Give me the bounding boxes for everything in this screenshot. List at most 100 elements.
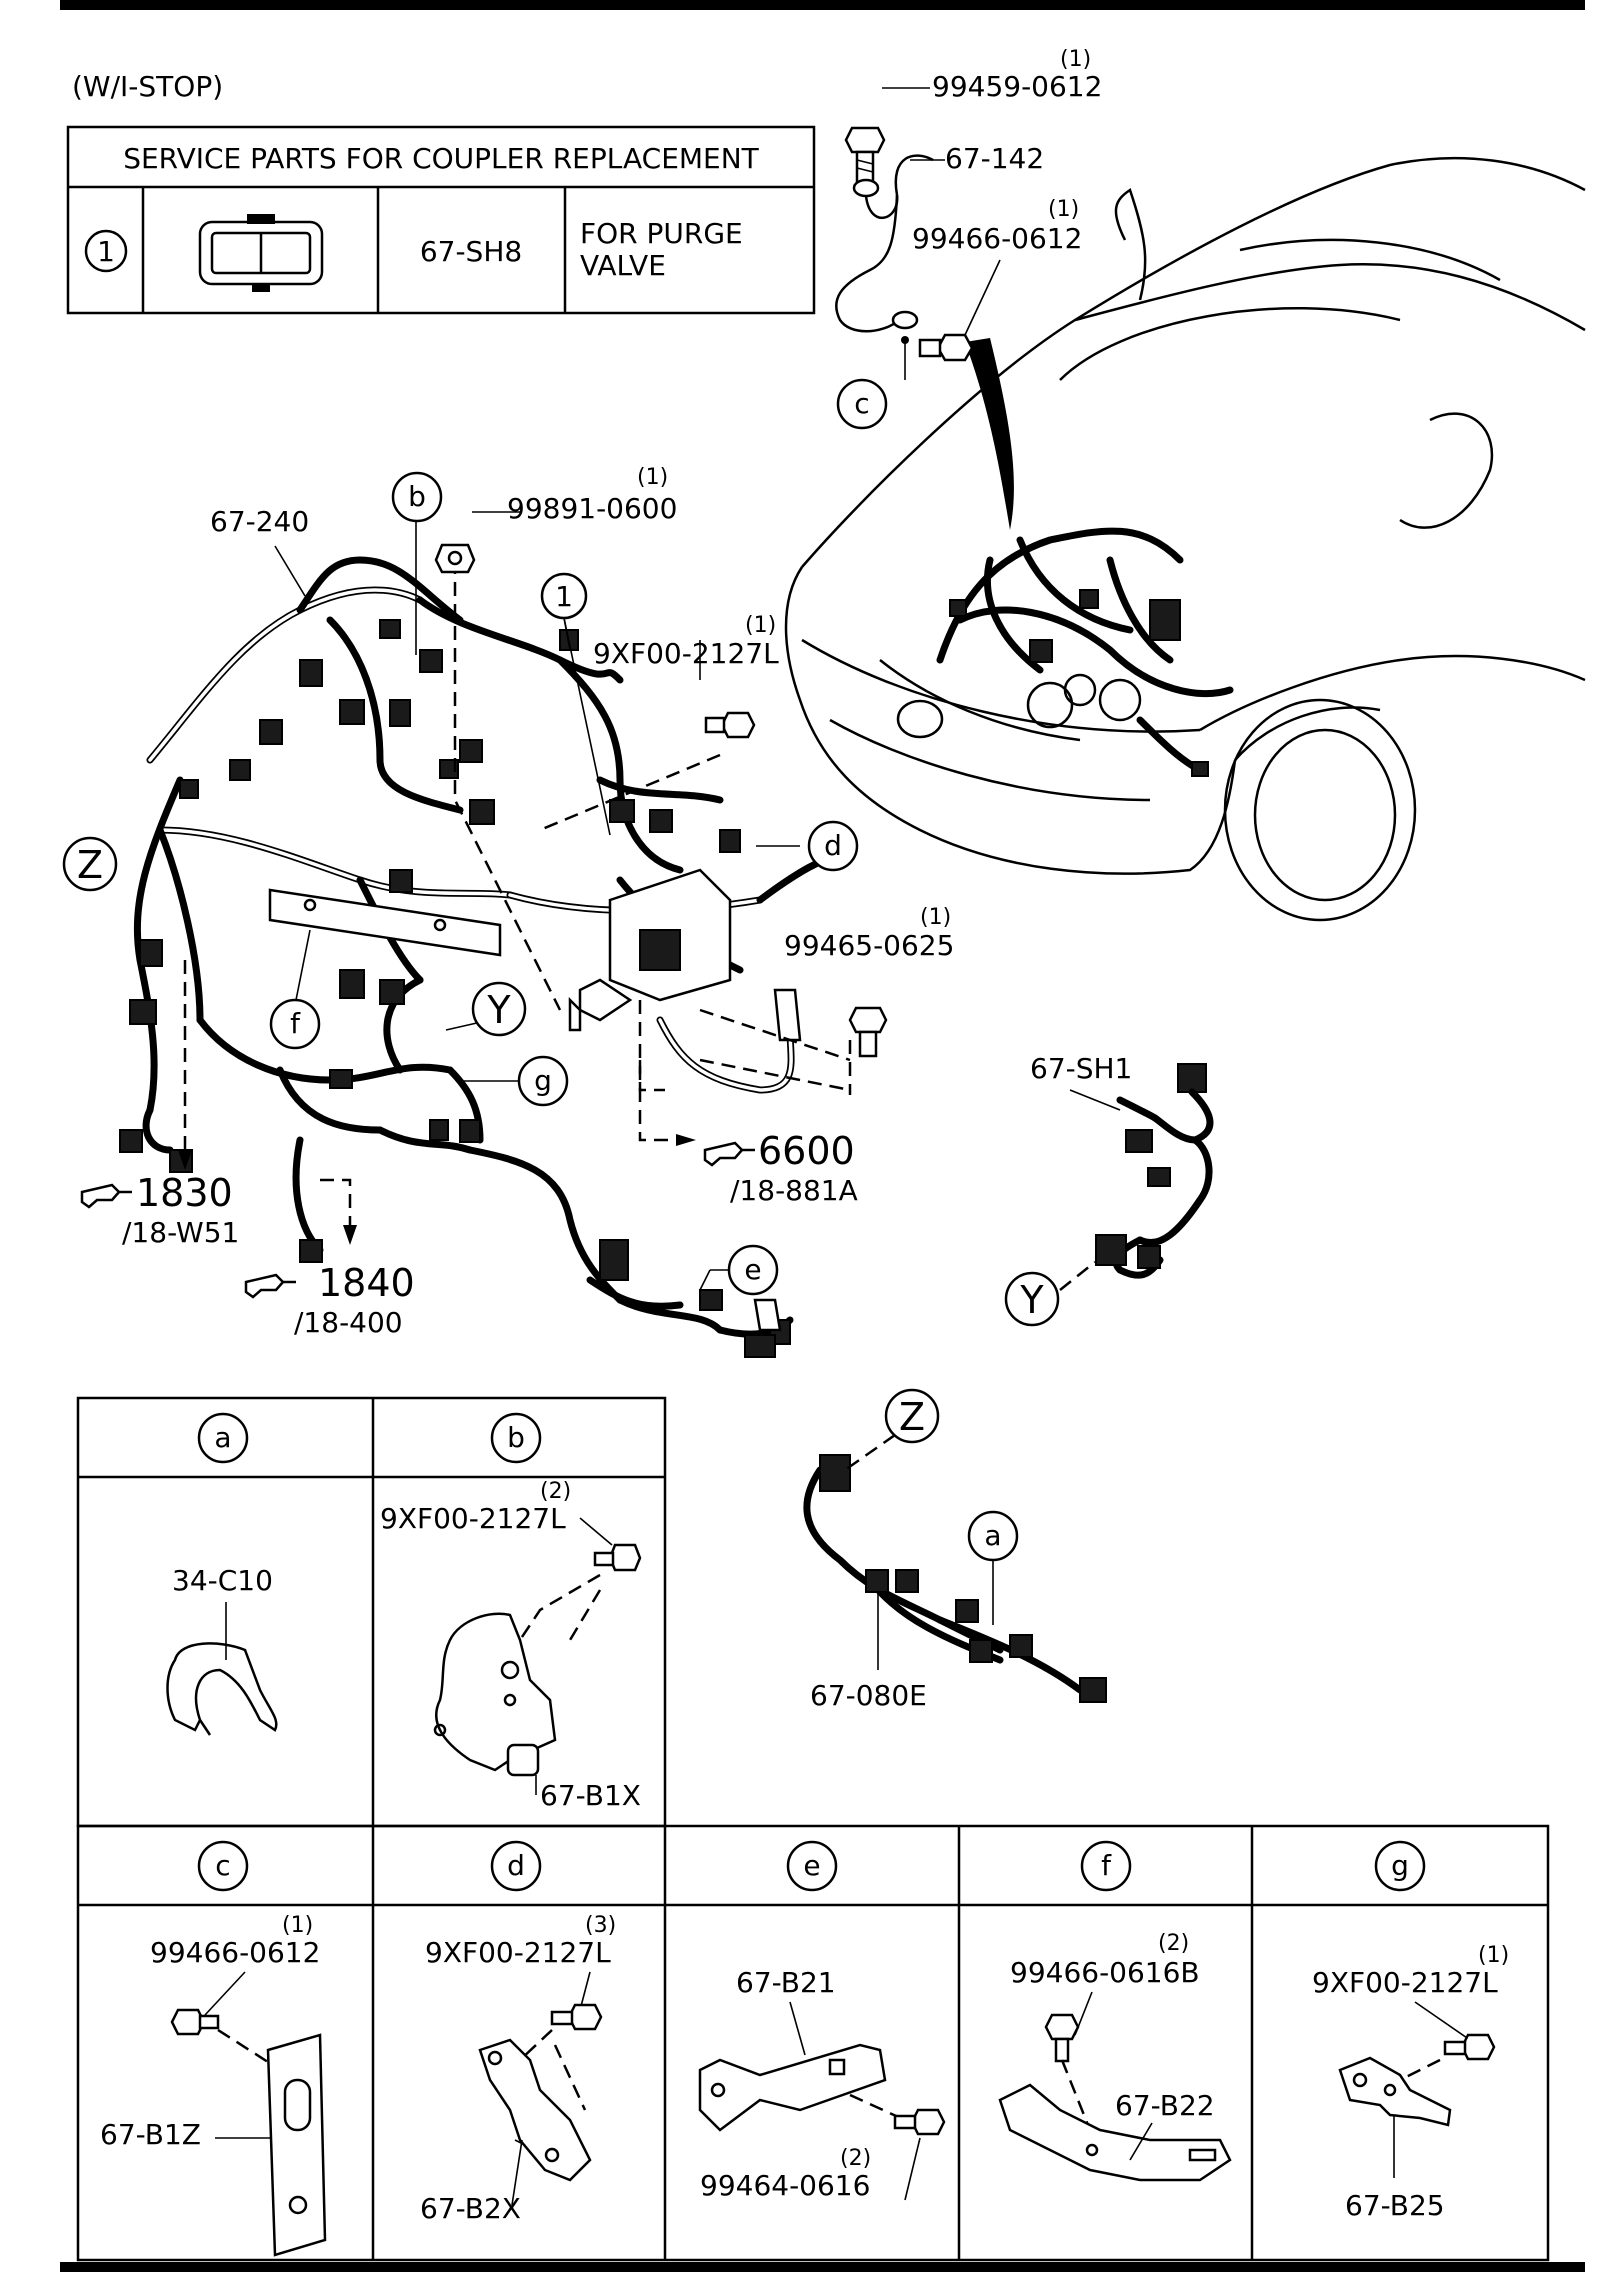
- detail-g-bracket: 67-B25: [1345, 2189, 1445, 2222]
- detail-a-key: a: [214, 1421, 231, 1454]
- callout-b-circle: [391, 471, 443, 523]
- detail-e-key: e: [803, 1849, 820, 1882]
- bracket-67-b22-icon: [998, 2083, 1232, 2182]
- hand-icon-6600: [703, 1141, 755, 1167]
- detail-g-bolt: 9XF00-2127L: [1312, 1966, 1498, 1999]
- detail-a-part: 34-C10: [172, 1564, 273, 1597]
- table-ref-circle: [84, 229, 128, 273]
- harness-67-080e: [803, 1454, 1107, 1703]
- table-part-number: 67-SH8: [420, 235, 522, 268]
- variant-label: (W/I-STOP): [72, 70, 223, 103]
- ref-6600: 6600: [758, 1129, 855, 1173]
- bolt-99465-icon: [848, 1006, 888, 1058]
- sub-a: a: [984, 1519, 1001, 1552]
- bracket-67-b1z-icon: [266, 2033, 327, 2257]
- callout-e: e: [744, 1253, 761, 1286]
- sub-part-67-080E: 67-080E: [810, 1679, 927, 1712]
- callout-99459: 99459-0612: [932, 70, 1102, 103]
- ref-1830: 1830: [136, 1171, 233, 1215]
- callout-Z: Z: [77, 843, 103, 887]
- detail-d-key-circle: [490, 1840, 542, 1892]
- detail-e-bolt-qty: (2): [840, 2146, 871, 2171]
- vehicle-illustration: [784, 156, 1586, 922]
- service-parts-table: SERVICE PARTS FOR COUPLER REPLACEMENT 1 …: [66, 125, 816, 315]
- detail-f-key-circle: [1080, 1840, 1132, 1892]
- table-ref: 1: [97, 235, 115, 268]
- detail-g-key: g: [1391, 1849, 1409, 1882]
- detail-e-key-circle: [786, 1840, 838, 1892]
- ref-1840-sub: /18-400: [294, 1306, 403, 1339]
- bottom-border: [60, 2262, 1585, 2272]
- detail-c-bracket: 67-B1Z: [100, 2118, 201, 2151]
- sub-Z-circle: [884, 1388, 940, 1444]
- callout-99891-qty: (1): [637, 465, 668, 490]
- bracket-67-b2x-icon: [478, 2038, 592, 2182]
- detail-e-bracket: 67-B21: [736, 1966, 836, 1999]
- table-title: SERVICE PARTS FOR COUPLER REPLACEMENT: [123, 142, 759, 175]
- detail-b-key: b: [507, 1421, 525, 1454]
- callout-d: d: [824, 829, 842, 862]
- ref-1840: 1840: [318, 1261, 415, 1305]
- top-border: [60, 0, 1585, 10]
- detail-grid-bottom: [76, 1824, 1550, 2262]
- detail-b-key-circle: [490, 1412, 542, 1464]
- detail-grid-top: [76, 1396, 667, 1828]
- ref-6600-sub: /18-881A: [730, 1174, 858, 1207]
- detail-d-bolt: 9XF00-2127L: [425, 1936, 611, 1969]
- callout-g-circle: [517, 1055, 569, 1107]
- clip-34-c10-icon: [166, 1642, 278, 1736]
- callout-Z-circle: [62, 836, 118, 892]
- callout-d-circle: [807, 820, 859, 872]
- detail-b-bolt-icon: [593, 1543, 642, 1572]
- table-desc-line2: VALVE: [580, 249, 666, 282]
- callout-c: c: [854, 387, 869, 420]
- detail-f-bracket: 67-B22: [1115, 2089, 1215, 2122]
- detail-f-bolt: 99466-0616B: [1010, 1956, 1200, 1989]
- hand-icon-1830: [80, 1183, 132, 1209]
- detail-d-bolt-qty: (3): [585, 1913, 616, 1938]
- callout-99891: 99891-0600: [507, 492, 677, 525]
- callout-67-142: 67-142: [945, 142, 1044, 175]
- arrow-6600: [676, 1134, 696, 1146]
- callout-9xf00: 9XF00-2127L: [593, 637, 779, 670]
- detail-b-bolt: 9XF00-2127L: [380, 1502, 566, 1535]
- callout-e-circle: [727, 1244, 779, 1296]
- detail-c-key-circle: [197, 1840, 249, 1892]
- table-desc-line1: FOR PURGE: [580, 217, 743, 250]
- coupler-icon: [198, 214, 324, 292]
- detail-g-key-circle: [1374, 1840, 1426, 1892]
- hand-icon-1840: [244, 1273, 296, 1299]
- detail-f-key: f: [1101, 1849, 1112, 1882]
- arrow-1830: [178, 1150, 192, 1170]
- callout-f: f: [290, 1007, 301, 1040]
- callout-1: 1: [555, 580, 573, 613]
- detail-d-bracket: 67-B2X: [420, 2192, 521, 2225]
- bracket-67-b21-icon: [698, 2043, 887, 2132]
- arrow-1840: [343, 1225, 357, 1245]
- bolt-99466-icon: [918, 333, 974, 362]
- bolt-9xf00-main-icon: [704, 711, 756, 739]
- detail-e-bolt: 99464-0616: [700, 2169, 870, 2202]
- callout-99466: 99466-0612: [912, 222, 1082, 255]
- detail-d-bolt-icon: [550, 2003, 603, 2031]
- detail-c-bolt-icon: [170, 2008, 220, 2036]
- callout-Y-circle: [471, 981, 527, 1037]
- detail-b-bolt-qty: (2): [540, 1479, 571, 1504]
- bracket-67-b25-icon: [1338, 2056, 1452, 2127]
- sub-Z: Z: [899, 1395, 925, 1439]
- callout-Y: Y: [486, 988, 511, 1032]
- nut-99891-icon: [434, 543, 476, 574]
- callout-67-240: 67-240: [210, 505, 309, 538]
- detail-c-key: c: [215, 1849, 230, 1882]
- detail-g-bolt-icon: [1443, 2033, 1496, 2061]
- detail-b-bracket: 67-B1X: [540, 1779, 641, 1812]
- detail-d-key: d: [507, 1849, 525, 1882]
- callout-1-circle: [540, 572, 588, 620]
- callout-99465: 99465-0625: [784, 929, 954, 962]
- callout-b: b: [408, 480, 426, 513]
- bolt-99459-icon: [844, 126, 886, 184]
- harness-67-sh1: [1095, 1063, 1214, 1279]
- callout-9xf00-qty: (1): [745, 613, 776, 638]
- detail-f-bolt-icon: [1044, 2013, 1080, 2063]
